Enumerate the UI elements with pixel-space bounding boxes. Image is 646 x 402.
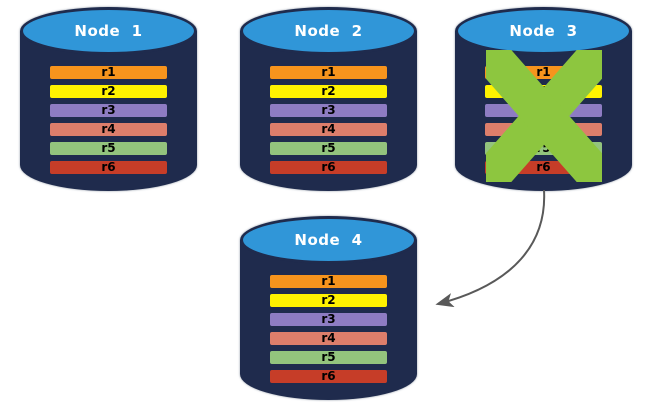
replica-bar-r5: r5: [50, 142, 167, 155]
replica-label: r3: [321, 312, 336, 326]
replica-bar-r4: r4: [270, 332, 387, 345]
replica-bar-r3: r3: [270, 104, 387, 117]
replica-bar-r5: r5: [270, 142, 387, 155]
node-title: Node 1: [74, 22, 143, 40]
replica-bar-r6: r6: [270, 161, 387, 174]
replica-label: r4: [321, 122, 336, 136]
replica-bar-r2: r2: [270, 85, 387, 98]
replica-label: r5: [321, 141, 336, 155]
replica-bar-r3: r3: [270, 313, 387, 326]
replica-bar-r1: r1: [270, 66, 387, 79]
node-title: Node 4: [294, 231, 363, 249]
node-title: Node 2: [294, 22, 363, 40]
replica-label: r2: [101, 84, 116, 98]
replica-bar-r4: r4: [270, 123, 387, 136]
node-title: Node 3: [509, 22, 578, 40]
replica-label: r6: [321, 369, 336, 383]
replica-bar-r1: r1: [50, 66, 167, 79]
cylinder-shape: Node 1 r1 r2 r3 r4 r5 r6: [20, 7, 197, 191]
replica-label: r3: [321, 103, 336, 117]
replica-label: r1: [536, 65, 551, 79]
replica-label: r4: [101, 122, 116, 136]
cylinder-top: Node 4: [240, 216, 417, 264]
replica-bar-r3: r3: [50, 104, 167, 117]
replica-bar-r4: r4: [50, 123, 167, 136]
replica-bar-r6: r6: [50, 161, 167, 174]
replica-bar-r2: r2: [50, 85, 167, 98]
replica-label: r3: [101, 103, 116, 117]
replica-label: r1: [321, 65, 336, 79]
replica-label: r2: [321, 293, 336, 307]
node-4: Node 4 r1 r2 r3 r4 r5 r6: [240, 216, 417, 400]
replica-label: r5: [321, 350, 336, 364]
replica-bar-r6: r6: [270, 370, 387, 383]
failure-x-icon: [486, 50, 602, 182]
cylinder-top: Node 1: [20, 7, 197, 55]
cylinder-shape: Node 2 r1 r2 r3 r4 r5 r6: [240, 7, 417, 191]
replica-label: r6: [101, 160, 116, 174]
cylinder-shape: Node 4 r1 r2 r3 r4 r5 r6: [240, 216, 417, 400]
replica-stack: r1 r2 r3 r4 r5 r6: [50, 66, 167, 174]
replica-bar-r2: r2: [270, 294, 387, 307]
replica-label: r2: [321, 84, 336, 98]
replica-bar-r1: r1: [270, 275, 387, 288]
replica-bar-r5: r5: [270, 351, 387, 364]
replica-label: r1: [321, 274, 336, 288]
node-2: Node 2 r1 r2 r3 r4 r5 r6: [240, 7, 417, 191]
cylinder-top: Node 3: [455, 7, 632, 55]
replica-stack: r1 r2 r3 r4 r5 r6: [270, 66, 387, 174]
replica-label: r6: [536, 160, 551, 174]
replica-stack: r1 r2 r3 r4 r5 r6: [270, 275, 387, 383]
node-1: Node 1 r1 r2 r3 r4 r5 r6: [20, 7, 197, 191]
replica-label: r6: [321, 160, 336, 174]
cylinder-top: Node 2: [240, 7, 417, 55]
replica-label: r5: [101, 141, 116, 155]
replica-label: r1: [101, 65, 116, 79]
replica-label: r4: [321, 331, 336, 345]
